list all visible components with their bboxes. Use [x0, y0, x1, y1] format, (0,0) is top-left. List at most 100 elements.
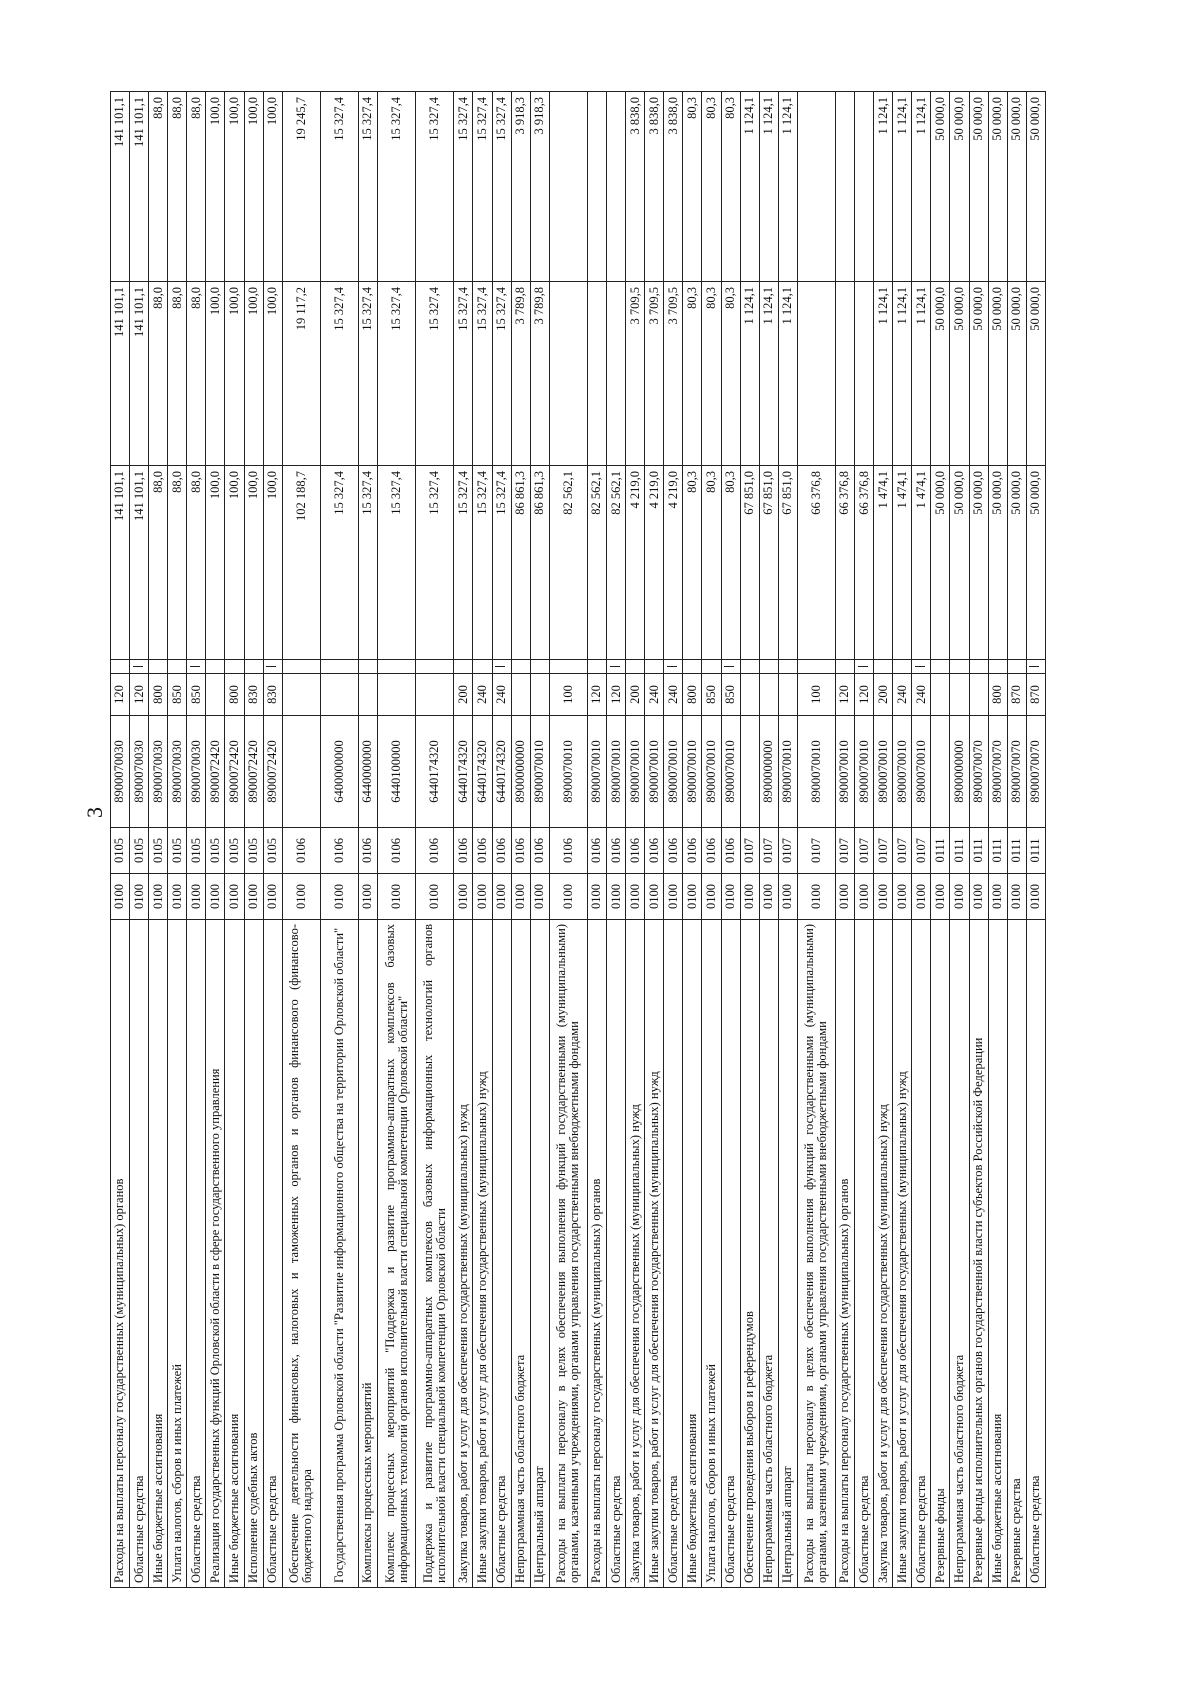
row-amount-3: 88,0: [167, 91, 187, 282]
row-expense-type: 120: [587, 673, 607, 716]
row-target-article: 8900070010: [606, 715, 626, 828]
row-target-article: 8900000000: [949, 715, 970, 828]
row-amount-2: 80,3: [721, 281, 741, 466]
row-target-article: 6440174320: [453, 715, 473, 828]
row-subsection-code: 0106: [549, 827, 588, 874]
table-row: Обеспечение проведения выборов и референ…: [740, 91, 760, 1588]
row-section-code: 0100: [244, 873, 264, 920]
row-amount-2: [797, 281, 836, 466]
row-amount-1: 67 851,0: [778, 465, 798, 660]
row-amount-1: 15 327,4: [415, 465, 454, 660]
row-section-code: 0100: [415, 873, 454, 920]
row-amount-1: 15 327,4: [453, 465, 473, 660]
row-amount-1: 88,0: [186, 465, 206, 660]
row-amount-1: 88,0: [167, 465, 187, 660]
row-subsection-code: 0106: [606, 827, 626, 874]
row-subsection-code: 0111: [1007, 827, 1027, 874]
row-amount-1: 1 474,1: [873, 465, 893, 660]
row-subsection-code: 0106: [492, 827, 512, 874]
row-name: Резервные средства: [1007, 919, 1027, 1588]
row-amount-3: [835, 91, 855, 282]
row-section-code: 0100: [587, 873, 607, 920]
table-row: Расходы на выплаты персоналу государстве…: [835, 91, 855, 1588]
row-amount-1: 50 000,0: [1007, 465, 1027, 660]
row-amount-3: 3 838,0: [663, 91, 683, 282]
row-section-code: 0100: [224, 873, 245, 920]
row-expense-type: 120: [606, 673, 626, 716]
row-section-code: 0100: [854, 873, 874, 920]
row-amount-2: 141 101,1: [129, 281, 149, 466]
row-expense-type: 240: [663, 673, 683, 716]
row-name: Иные бюджетные ассигнования: [682, 919, 702, 1588]
row-source-marker: [911, 659, 931, 674]
row-target-article: 8900070070: [1007, 715, 1027, 828]
source-marker-tick: [266, 666, 277, 667]
row-subsection-code: 0107: [759, 827, 779, 874]
row-expense-type: 800: [988, 673, 1008, 716]
row-expense-type: 830: [244, 673, 264, 716]
source-marker-tick: [914, 666, 925, 667]
row-name: Поддержка и развитие программно-аппаратн…: [415, 919, 454, 1588]
row-amount-1: 80,3: [721, 465, 741, 660]
table-row: Расходы на выплаты персоналу государстве…: [587, 91, 607, 1588]
row-source-marker: [873, 659, 893, 674]
row-amount-3: 141 101,1: [110, 91, 130, 282]
row-amount-1: 15 327,4: [358, 465, 378, 660]
row-target-article: 8900070030: [110, 715, 130, 828]
row-subsection-code: 0106: [511, 827, 531, 874]
row-expense-type: [205, 673, 225, 716]
row-name: Областные средства: [263, 919, 283, 1588]
source-marker-tick: [723, 666, 734, 667]
row-source-marker: [129, 659, 149, 674]
row-name: Непрограммная часть областного бюджета: [511, 919, 531, 1588]
row-amount-3: 88,0: [148, 91, 168, 282]
row-source-marker: [263, 659, 283, 674]
row-amount-3: 3 838,0: [625, 91, 645, 282]
row-name: Центральный аппарат: [530, 919, 550, 1588]
row-subsection-code: 0107: [797, 827, 836, 874]
row-subsection-code: 0107: [854, 827, 874, 874]
row-name: Областные средства: [1026, 919, 1046, 1588]
row-target-article: 8900070030: [186, 715, 206, 828]
row-name: Исполнение судебных актов: [244, 919, 264, 1588]
row-target-article: 8900070010: [721, 715, 741, 828]
row-name: Обеспечение проведения выборов и референ…: [740, 919, 760, 1588]
row-amount-1: 82 562,1: [549, 465, 588, 660]
row-expense-type: 240: [911, 673, 931, 716]
row-amount-1: 67 851,0: [740, 465, 760, 660]
row-amount-3: 80,3: [682, 91, 702, 282]
row-amount-2: 141 101,1: [110, 281, 130, 466]
source-marker-tick: [132, 666, 143, 667]
row-section-code: 0100: [530, 873, 550, 920]
row-target-article: [282, 715, 321, 828]
source-marker-tick: [189, 666, 200, 667]
row-expense-type: [778, 673, 798, 716]
row-amount-2: 80,3: [701, 281, 721, 466]
row-amount-3: 15 327,4: [358, 91, 378, 282]
row-subsection-code: 0107: [892, 827, 912, 874]
row-name: Комплекс процессных мероприятий "Поддерж…: [377, 919, 416, 1588]
row-amount-2: 1 124,1: [873, 281, 893, 466]
table-row: Поддержка и развитие программно-аппаратн…: [415, 91, 454, 1588]
row-section-code: 0100: [511, 873, 531, 920]
row-expense-type: 200: [453, 673, 473, 716]
row-amount-1: 66 376,8: [797, 465, 836, 660]
row-source-marker: [988, 659, 1008, 674]
row-section-code: 0100: [263, 873, 283, 920]
row-amount-1: 15 327,4: [320, 465, 359, 660]
row-source-marker: [606, 659, 626, 674]
row-amount-3: 3 918,3: [530, 91, 550, 282]
row-amount-2: [835, 281, 855, 466]
row-source-marker: [148, 659, 168, 674]
row-target-article: 8900070010: [797, 715, 836, 828]
row-source-marker: [740, 659, 760, 674]
row-amount-2: 88,0: [148, 281, 168, 466]
budget-table-body: Расходы на выплаты персоналу государстве…: [110, 91, 1046, 1588]
